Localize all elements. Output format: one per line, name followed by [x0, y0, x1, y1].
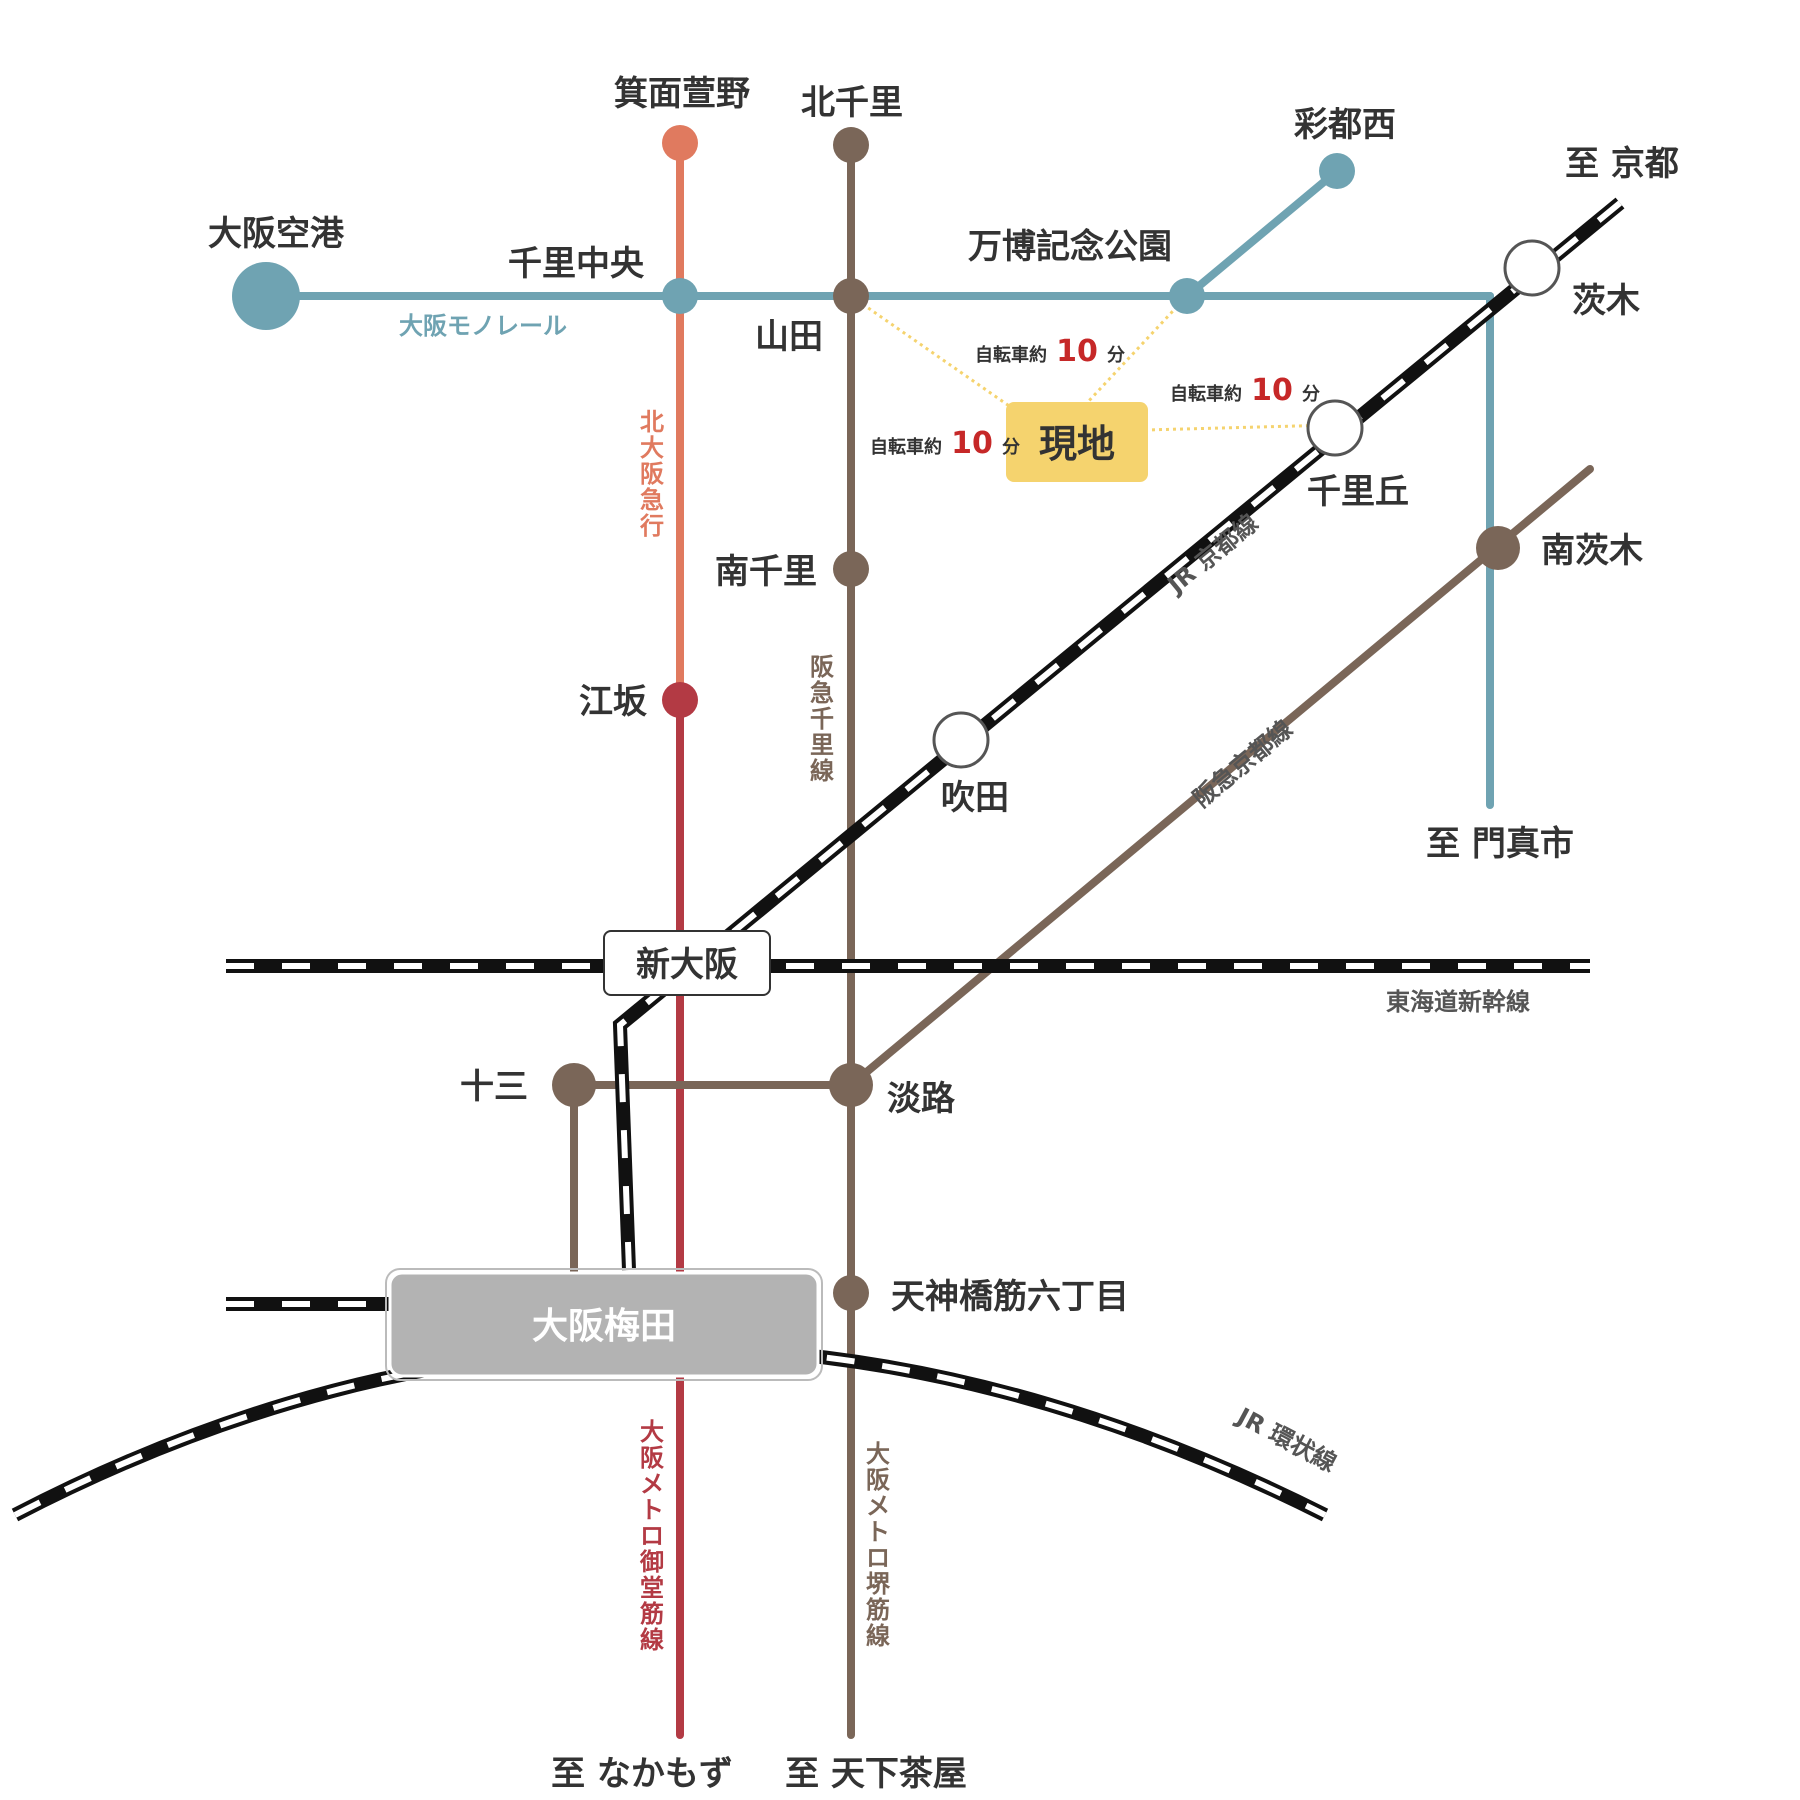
label-current-location: 現地	[1039, 422, 1115, 466]
label-awaji: 淡路	[887, 1079, 956, 1119]
label-minami-ibaraki: 南茨木	[1541, 531, 1643, 571]
label-yamada: 山田	[755, 317, 823, 357]
label-osaka-airport: 大阪空港	[208, 214, 345, 254]
bike-time-yamada-right: 自転車約 10 分	[975, 334, 1125, 369]
shinkansen-line	[226, 959, 1590, 1311]
destination-labels: 至 京都 至 門真市 至 なかもず 至 天下茶屋	[551, 144, 1679, 1794]
osaka-umeda-station[interactable]: 大阪梅田	[385, 1268, 823, 1381]
label-suita: 吹田	[941, 778, 1009, 818]
station-marker-esaka[interactable]	[662, 682, 698, 718]
hankyu-lines	[570, 141, 1594, 1739]
station-markers	[232, 125, 1561, 1311]
label-midosuji: 大阪メトロ御堂筋線	[639, 1418, 664, 1654]
station-marker-senri-oka[interactable]	[1306, 399, 1364, 457]
station-marker-juso[interactable]	[552, 1063, 596, 1107]
label-monorail: 大阪モノレール	[399, 312, 567, 340]
station-marker-osaka-airport[interactable]	[232, 262, 300, 330]
bike-time-yamada-left: 自転車約 10 分	[870, 426, 1020, 461]
label-shin-osaka: 新大阪	[636, 945, 738, 985]
station-marker-saito-nishi[interactable]	[1319, 153, 1355, 189]
station-marker-ibaraki[interactable]	[1503, 239, 1561, 297]
station-marker-expo-park[interactable]	[1169, 278, 1205, 314]
label-minami-senri: 南千里	[715, 552, 817, 592]
label-sakaisuji: 大阪メトロ堺筋線	[865, 1440, 891, 1650]
label-jr-loop: JR 環状線	[1231, 1401, 1341, 1477]
label-senri-chuo: 千里中央	[508, 244, 645, 284]
label-hankyu-kyoto: 阪急京都線	[1188, 715, 1298, 813]
station-marker-kita-senri[interactable]	[833, 127, 869, 163]
bike-time-senri-oka: 自転車約 10 分	[1170, 373, 1320, 408]
label-to-nakamozu: 至 なかもず	[551, 1754, 733, 1794]
station-marker-awaji[interactable]	[829, 1063, 873, 1107]
current-location-marker[interactable]: 現地	[1006, 402, 1148, 482]
label-to-kadoma: 至 門真市	[1426, 824, 1574, 864]
station-marker-senri-chuo[interactable]	[662, 278, 698, 314]
station-marker-minami-senri[interactable]	[833, 551, 869, 587]
station-marker-yamada[interactable]	[833, 278, 869, 314]
label-juso: 十三	[460, 1067, 528, 1107]
label-kitakyu: 北大阪急行	[639, 408, 664, 540]
station-marker-tenjinbashi[interactable]	[833, 1275, 869, 1311]
bike-routes	[850, 294, 1336, 432]
label-senri-oka: 千里丘	[1307, 472, 1409, 512]
label-to-tengachaya: 至 天下茶屋	[785, 1754, 967, 1794]
station-marker-minoh-kayano[interactable]	[662, 125, 698, 161]
bike-time-labels: 自転車約 10 分 自転車約 10 分 自転車約 10 分	[870, 334, 1320, 461]
station-marker-minami-ibaraki[interactable]	[1476, 526, 1520, 570]
label-shinkansen: 東海道新幹線	[1386, 988, 1530, 1016]
label-minoh-kayano: 箕面萱野	[614, 74, 750, 114]
label-expo-park: 万博記念公園	[968, 227, 1172, 267]
label-tenjinbashi: 天神橋筋六丁目	[891, 1277, 1129, 1317]
label-kita-senri: 北千里	[801, 83, 903, 123]
label-osaka-umeda: 大阪梅田	[532, 1306, 676, 1347]
label-esaka: 江坂	[579, 682, 647, 722]
label-saito-nishi: 彩都西	[1294, 105, 1396, 145]
label-jr-kyoto: JR 京都線	[1161, 509, 1264, 600]
station-labels: 大阪空港 千里中央 箕面萱野 北千里 彩都西 万博記念公園 山田 茨木 千里丘 …	[208, 74, 1643, 1317]
station-marker-suita[interactable]	[932, 711, 990, 769]
label-ibaraki: 茨木	[1572, 281, 1640, 321]
label-hankyu-senri: 阪急千里線	[810, 653, 834, 785]
shin-osaka-station[interactable]: 新大阪	[603, 930, 771, 996]
label-to-kyoto: 至 京都	[1565, 144, 1679, 184]
jr-kyoto-line	[612, 197, 1625, 1271]
